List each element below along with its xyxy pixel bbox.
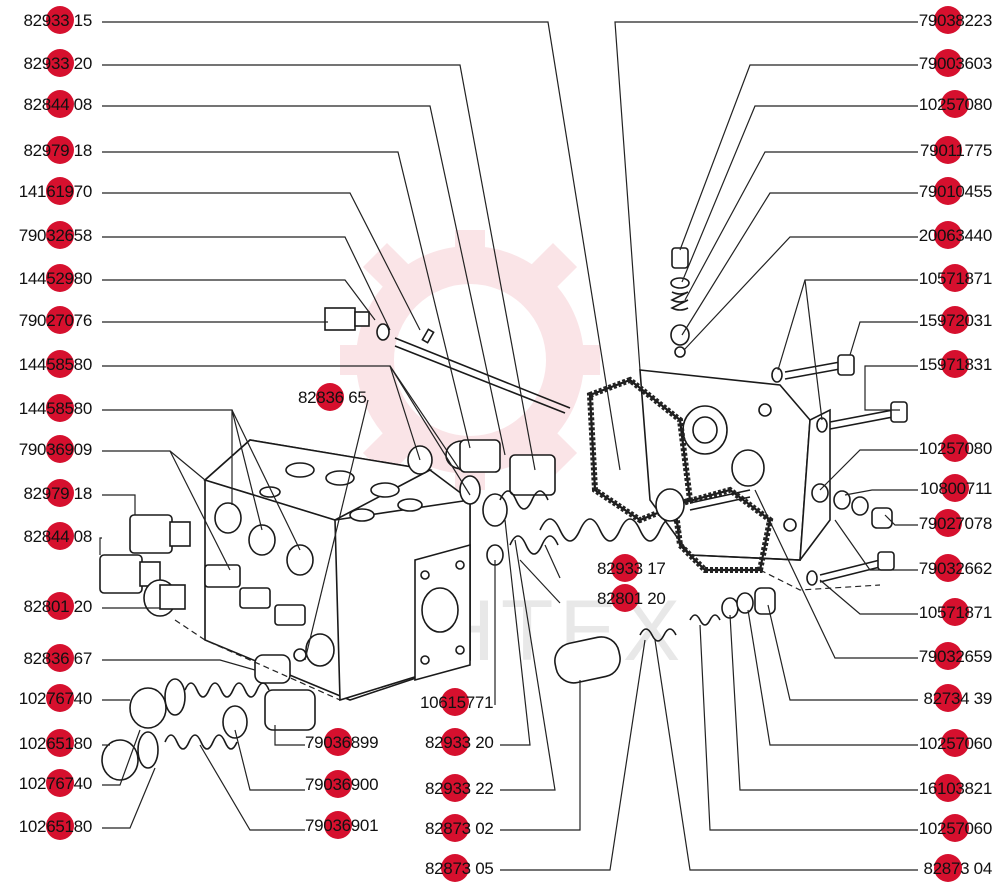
part-label: 82836 65 (298, 388, 367, 407)
part-label: 10571871 (919, 269, 992, 288)
part-label: 79032659 (919, 647, 992, 666)
part-label: 79010455 (919, 182, 992, 201)
left-label-markers (46, 6, 74, 840)
part-label: 82933 22 (425, 779, 494, 798)
part-label: 14452980 (19, 269, 92, 288)
part-label: 10257060 (919, 819, 992, 838)
leader-lines (99, 21, 918, 871)
right-label-markers (934, 6, 969, 882)
part-label: 14161970 (19, 182, 92, 201)
part-label: 16103821 (919, 779, 992, 798)
part-label: 82801 20 (597, 589, 666, 608)
part-label: 82933 15 (23, 11, 92, 30)
part-label: 82734 39 (923, 689, 992, 708)
part-label: 82979 18 (23, 141, 92, 160)
part-label: 79032658 (19, 226, 92, 245)
part-label: 79038223 (919, 11, 992, 30)
part-label: 10257080 (919, 439, 992, 458)
valve-cover (639, 369, 831, 561)
left-part-labels: 82933 15 82933 20 82844 08 82979 18 1416… (19, 11, 93, 836)
cover-bolts (771, 354, 908, 586)
part-label: 79036909 (19, 440, 92, 459)
spool-fittings (204, 564, 316, 731)
part-label: 10257060 (919, 734, 992, 753)
center-part-labels: 82836 65 82933 17 82801 20 10615771 8293… (298, 388, 666, 878)
part-label: 82836 67 (23, 649, 92, 668)
part-label: 82979 18 (23, 484, 92, 503)
part-label: 79032662 (919, 559, 992, 578)
right-part-labels: 79038223 79003603 10257080 79011775 7901… (919, 11, 993, 878)
valve-body (203, 439, 471, 702)
part-label: 79036901 (305, 816, 378, 835)
part-label: 82873 05 (425, 859, 494, 878)
center-label-markers (316, 383, 639, 882)
assembly-guides (174, 569, 881, 701)
relief-valve-stack (407, 439, 751, 566)
part-label: 10265180 (19, 734, 92, 753)
part-label: 79003603 (919, 54, 992, 73)
part-label: 10276740 (19, 774, 92, 793)
part-label: 79027078 (919, 514, 992, 533)
part-label: 10257080 (919, 95, 992, 114)
check-valve-parts (670, 247, 690, 358)
end-plugs (99, 514, 191, 617)
part-label: 82873 02 (425, 819, 494, 838)
part-label: 15971831 (919, 355, 992, 374)
part-label: 10800711 (920, 479, 992, 498)
part-label: 82873 04 (923, 859, 992, 878)
spring-assembly-left (101, 678, 270, 781)
part-label: 14458580 (19, 355, 92, 374)
part-label: 82933 17 (597, 559, 666, 578)
part-label: 82844 08 (23, 95, 92, 114)
part-label: 10265180 (19, 817, 92, 836)
part-label: 79011775 (920, 141, 992, 160)
part-label: 79036900 (305, 775, 378, 794)
part-label: 10615771 (420, 693, 493, 712)
part-label: 82844 08 (23, 527, 92, 546)
part-label: 15972031 (919, 311, 992, 330)
part-label: 79027076 (19, 311, 92, 330)
part-label: 82933 20 (23, 54, 92, 73)
part-label: 82933 20 (425, 733, 494, 752)
part-label: 82801 20 (23, 597, 92, 616)
part-label: 10276740 (19, 689, 92, 708)
part-label: 14458580 (19, 399, 92, 418)
part-label: 10571871 (919, 603, 992, 622)
part-label: 79036899 (305, 733, 378, 752)
part-label: 20063440 (919, 226, 992, 245)
piston-assembly (554, 587, 776, 684)
control-rod (324, 307, 571, 414)
